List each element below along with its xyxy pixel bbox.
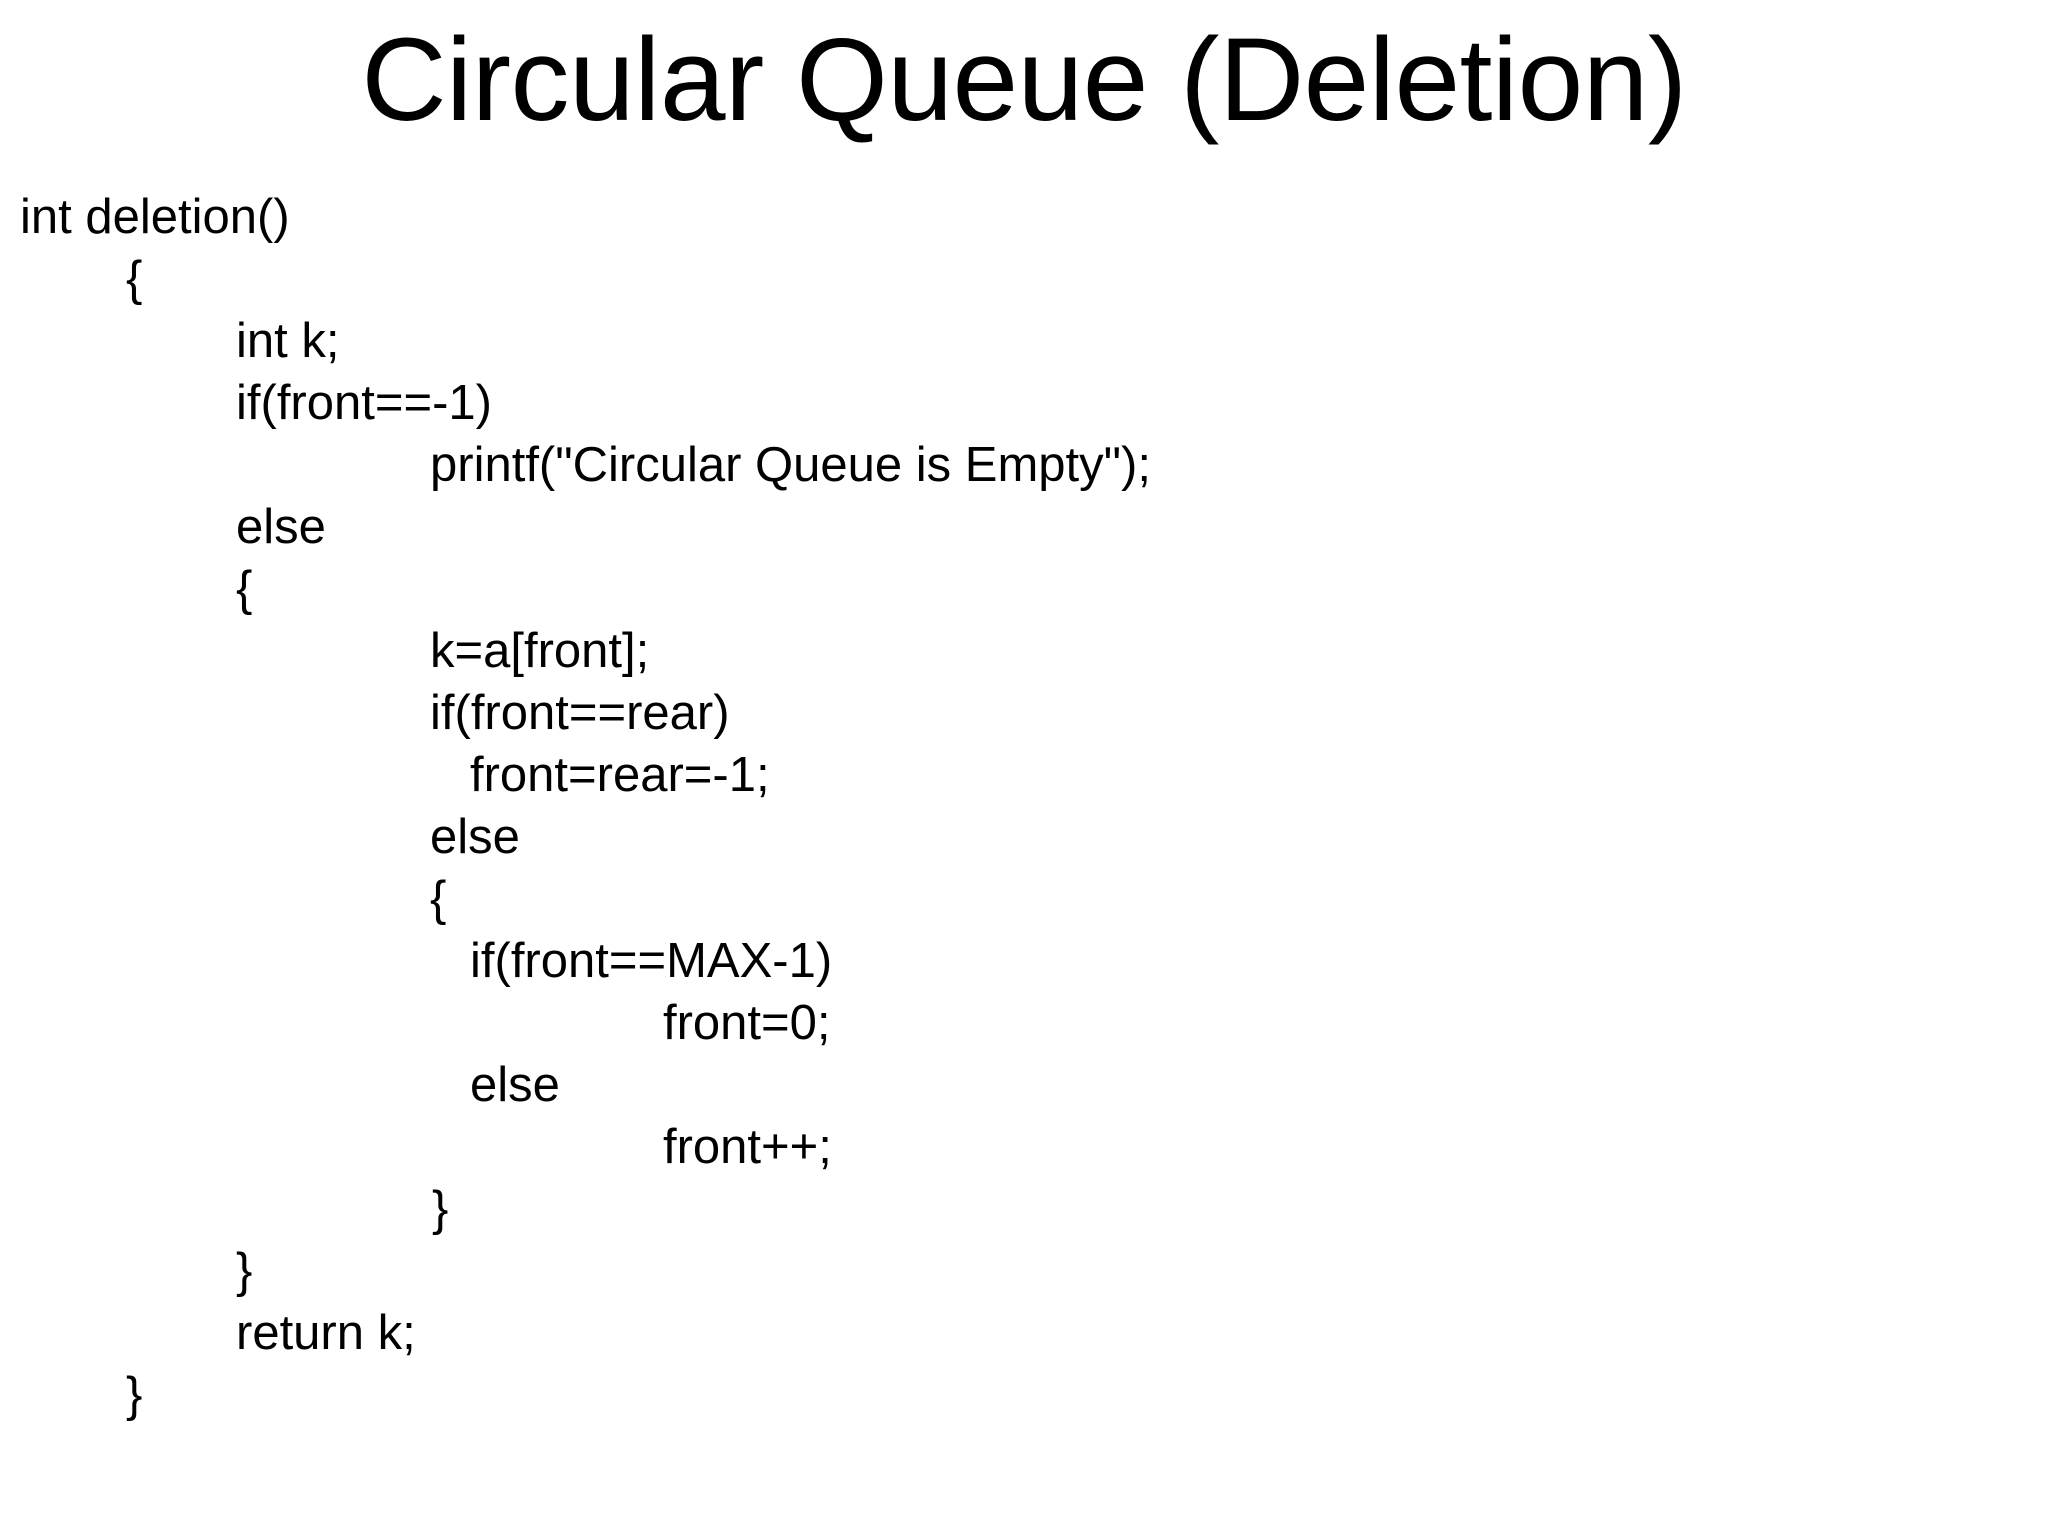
code-line: { — [430, 872, 447, 926]
code-line: front=0; — [663, 996, 831, 1050]
code-line: { — [126, 252, 143, 306]
code-line: else — [236, 500, 326, 554]
code-line: int k; — [236, 314, 340, 368]
code-line: int deletion() — [20, 190, 290, 244]
code-line: k=a[front]; — [430, 624, 650, 678]
code-line: front++; — [663, 1120, 832, 1174]
page-title: Circular Queue (Deletion) — [361, 14, 1687, 146]
code-line: } — [126, 1368, 143, 1422]
code-line: } — [432, 1182, 449, 1236]
code-listing: int deletion() { int k; if(front==-1) pr… — [0, 186, 2048, 1426]
code-line: printf("Circular Queue is Empty"); — [430, 438, 1151, 492]
code-line: if(front==-1) — [236, 376, 492, 430]
code-line: else — [470, 1058, 560, 1112]
code-line: return k; — [236, 1306, 416, 1360]
code-line: if(front==MAX-1) — [470, 934, 833, 988]
code-line: { — [236, 562, 253, 616]
code-line: if(front==rear) — [430, 686, 730, 740]
code-line: front=rear=-1; — [470, 748, 770, 802]
code-line: else — [430, 810, 520, 864]
code-line: } — [236, 1244, 253, 1298]
